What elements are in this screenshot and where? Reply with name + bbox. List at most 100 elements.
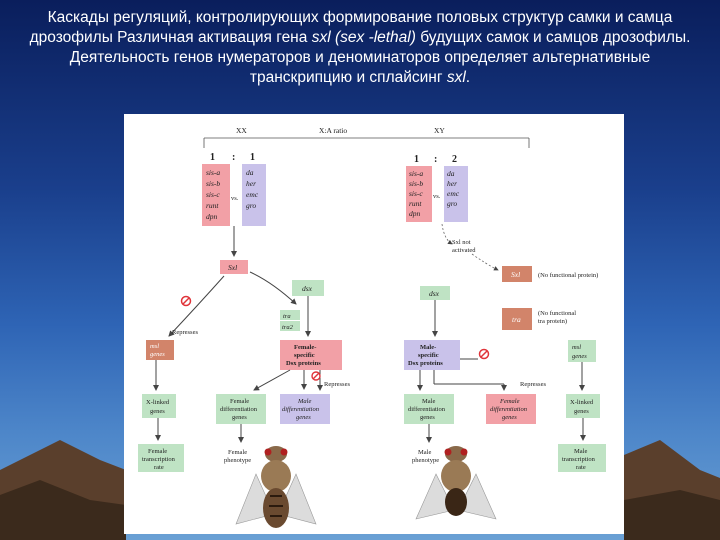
male-diff-label: Male differentiation genes (408, 398, 446, 421)
svg-text:gro: gro (447, 199, 457, 208)
no-tra-protein-label-2: tra protein) (538, 318, 567, 325)
male-msl-label: msl (572, 344, 581, 351)
male-msl-box (568, 340, 596, 362)
male-dsx-box (420, 286, 450, 300)
female-msl-box (146, 340, 174, 360)
male-female-diff-box (486, 394, 536, 424)
male-diff-box (404, 394, 454, 424)
male-tx-box (558, 444, 606, 472)
male-phenotype-label: Male (418, 449, 431, 456)
female-dsx-proteins-box (280, 340, 342, 370)
female-male-diff-label: Male differentiation genes (282, 398, 319, 421)
male-xlinked-label-2: genes (574, 408, 589, 415)
female-represses-label-1: Represses (172, 329, 198, 336)
female-sxl-box (220, 260, 248, 274)
no-sxl-protein-label: (No functional protein) (538, 272, 598, 279)
xa-ratio-bracket (203, 137, 530, 148)
no-tra-protein-label: (No functional (538, 310, 576, 317)
female-tx-label: Female transcription rate (142, 448, 176, 471)
female-diff-label: Female differentiation genes (220, 398, 258, 421)
svg-text:runt: runt (206, 201, 219, 210)
svg-text:genes: genes (420, 414, 435, 421)
sxl-not-activated-label-2: activated (452, 247, 476, 254)
svg-text:specific: specific (418, 352, 439, 359)
tra-label: tra (283, 313, 291, 320)
female-diff-box (216, 394, 266, 424)
svg-text:transcription: transcription (562, 456, 596, 463)
svg-text:her: her (246, 179, 256, 188)
male-sxl-box (502, 266, 532, 282)
female-msl-label: msl (150, 343, 159, 350)
svg-text:sis-a: sis-a (206, 168, 220, 177)
svg-text:sis-c: sis-c (409, 189, 423, 198)
male-phenotype-label-2: phenotype (412, 457, 439, 464)
svg-text:Male: Male (422, 398, 435, 405)
male-xlinked-label: X-linked (570, 399, 594, 406)
male-denominator-genes: da her emc gro (447, 169, 460, 208)
male-numerator-box (406, 166, 432, 222)
svg-text:genes: genes (232, 414, 247, 421)
svg-text:da: da (447, 169, 455, 178)
svg-text:da: da (246, 168, 254, 177)
svg-text:sis-a: sis-a (409, 169, 423, 178)
male-fly-illustration (415, 446, 497, 520)
male-numerator-count: 1 (414, 154, 419, 165)
male-xlinked-box (566, 394, 600, 418)
xa-ratio-label: X:A ratio (319, 126, 347, 135)
female-denominator-count: 1 (250, 152, 255, 163)
svg-text:differentiation: differentiation (490, 406, 527, 413)
female-denominator-genes: da her emc gro (246, 168, 259, 210)
female-denominator-box (242, 164, 266, 226)
tra-box (280, 310, 300, 320)
svg-text:runt: runt (409, 199, 422, 208)
female-msl-label-2: genes (150, 351, 165, 358)
svg-text:differentiation: differentiation (282, 406, 319, 413)
female-phenotype-label: Female (228, 449, 247, 456)
tra2-box (280, 321, 300, 331)
svg-text:sis-b: sis-b (206, 179, 220, 188)
female-represses-label-2: Represses (324, 381, 350, 388)
svg-text:differentiation: differentiation (408, 406, 446, 413)
male-female-diff-label: Female differentiation genes (490, 398, 527, 421)
svg-text:Male: Male (574, 448, 587, 455)
svg-text:her: her (447, 179, 457, 188)
male-denominator-count: 2 (452, 154, 457, 165)
male-dsx-label: dsx (429, 289, 440, 298)
sex-determination-diagram: XX X:A ratio XY 1 : 1 sis-a sis-b sis-c … (124, 114, 624, 534)
male-tra-label: tra (512, 315, 521, 324)
svg-text:sis-c: sis-c (206, 190, 220, 199)
female-fly-illustration (235, 446, 317, 528)
female-xlinked-box (142, 394, 176, 418)
svg-text:Male: Male (297, 398, 311, 405)
male-dsx-proteins-box (404, 340, 460, 370)
svg-text:specific: specific (294, 352, 315, 359)
female-vs-label: vs. (231, 195, 239, 202)
female-ratio-colon: : (232, 152, 235, 163)
male-msl-label-2: genes (572, 353, 587, 360)
svg-text:emc: emc (246, 190, 259, 199)
svg-text:rate: rate (576, 464, 586, 471)
male-ratio-colon: : (434, 154, 437, 165)
female-dsx-label: dsx (302, 284, 313, 293)
svg-text:Dsx proteins: Dsx proteins (408, 360, 443, 367)
female-tx-box (138, 444, 184, 472)
svg-text:genes: genes (296, 414, 311, 421)
male-denominator-box (444, 166, 468, 222)
female-numerator-genes: sis-a sis-b sis-c runt dpn (206, 168, 220, 221)
svg-text:sis-b: sis-b (409, 179, 423, 188)
female-numerator-box (202, 164, 230, 226)
female-numerator-count: 1 (210, 152, 215, 163)
female-male-diff-box (280, 394, 330, 424)
svg-text:Female-: Female- (294, 344, 316, 351)
svg-text:Female: Female (148, 448, 167, 455)
svg-text:Male-: Male- (420, 344, 436, 351)
svg-text:Female: Female (499, 398, 520, 405)
male-repress-symbol (478, 348, 490, 360)
female-xlinked-label: X-linked (146, 399, 170, 406)
svg-text:gro: gro (246, 201, 256, 210)
svg-text:transcription: transcription (142, 456, 176, 463)
female-sxl-label: Sxl (228, 263, 237, 272)
sxl-not-activated-label: Sxl not (452, 239, 471, 246)
svg-text:differentiation: differentiation (220, 406, 258, 413)
